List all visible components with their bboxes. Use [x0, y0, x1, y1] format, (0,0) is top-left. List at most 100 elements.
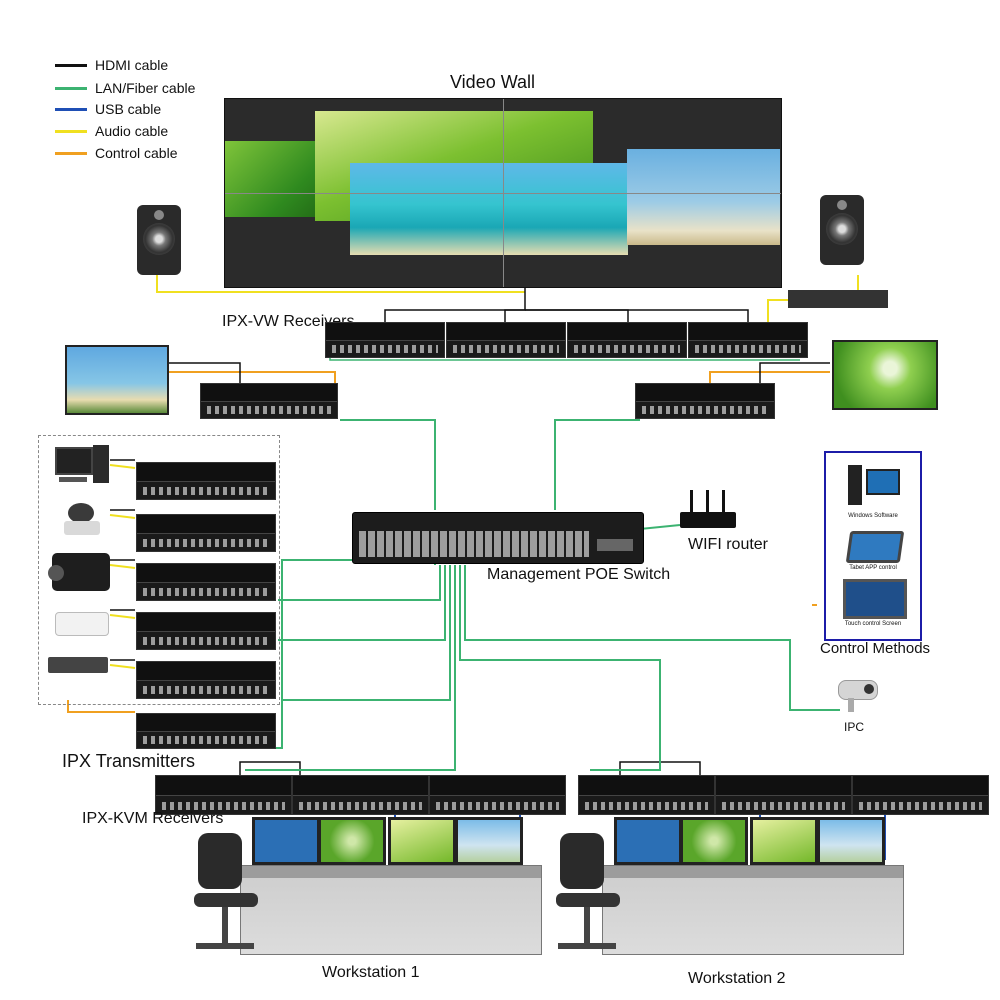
ipc-label: IPC: [844, 720, 865, 734]
workstation-2: [552, 815, 904, 965]
transmitter-3: [136, 563, 276, 601]
legend-swatch-hdmi: [55, 63, 87, 67]
hdmi-wall-2: [504, 309, 525, 322]
transmitter-group: [38, 435, 280, 705]
ipx-kvm-receivers-label: IPX-KVM Receivers: [82, 810, 224, 827]
right-receiver: [635, 383, 775, 419]
audio-cable-left-speaker: [156, 275, 525, 293]
kvm-receiver-5: [715, 775, 852, 815]
wall-panel-palms: [627, 149, 780, 245]
audio-cable-recorder: [109, 664, 136, 669]
audio-cable-box: [109, 614, 136, 619]
ws1-chair-icon: [190, 833, 260, 961]
vw-receiver-3: [567, 322, 687, 358]
legend-label: Control cable: [95, 145, 178, 161]
poe-switch: [352, 512, 644, 564]
management-poe-switch-label: Management POE Switch: [487, 566, 671, 583]
speaker-left-icon: [137, 205, 181, 275]
legend-item-hdmi: HDMI cable: [55, 56, 168, 74]
legend-label: HDMI cable: [95, 57, 169, 73]
wifi-router-icon: [680, 490, 736, 534]
legend-label: USB cable: [95, 101, 162, 117]
legend-item-lan: LAN/Fiber cable: [55, 79, 195, 97]
ws1-monitor-2: [318, 817, 386, 865]
kvm-receiver-2: [292, 775, 429, 815]
lan-ipc: [464, 565, 840, 711]
ws1-desk: [240, 865, 542, 955]
vw-receiver-2: [446, 322, 566, 358]
ipc-camera-icon: [834, 680, 878, 714]
tablet-icon: [845, 531, 905, 563]
ws2-monitor-1: [614, 817, 682, 865]
lan-tx-b: [278, 565, 446, 641]
lan-vw-bus: [329, 357, 800, 361]
kvm-receiver-3: [429, 775, 566, 815]
transmitter-4: [136, 612, 276, 650]
legend-swatch-lan: [55, 86, 87, 90]
ws2-monitor-4: [817, 817, 885, 865]
lan-ws2: [459, 565, 661, 771]
kvm-receiver-4: [578, 775, 715, 815]
ws1-monitor-3: [388, 817, 456, 865]
left-receiver: [200, 383, 338, 419]
speaker-right-icon: [820, 195, 864, 265]
transmitter-6: [136, 713, 276, 749]
workstation-2-label: Workstation 2: [688, 970, 786, 987]
desktop-pc-icon: [55, 445, 110, 487]
audio-cable-camera: [109, 514, 136, 519]
lan-left-rx: [340, 419, 436, 510]
left-display: [65, 345, 169, 415]
legend-item-control: Control cable: [55, 144, 178, 162]
video-wall-title: Video Wall: [450, 72, 536, 92]
hdmi-left-display: [165, 362, 241, 383]
lan-tx-a: [278, 565, 441, 601]
lan-tx-trunk: [275, 559, 436, 749]
recorder-icon: [48, 657, 108, 673]
workstation-1-label: Workstation 1: [322, 964, 420, 981]
audio-amplifier: [788, 290, 888, 308]
vw-receiver-4: [688, 322, 808, 358]
hdmi-wall-3: [525, 309, 629, 322]
audio-cable-camcorder: [109, 564, 136, 569]
lan-tx-c: [282, 565, 451, 701]
wall-divider-h: [225, 193, 781, 194]
lan-ws1: [245, 565, 456, 771]
windows-software-icon: [848, 463, 900, 507]
workstation-1: [190, 815, 542, 965]
control-method-label: Touch control Screen: [844, 621, 902, 627]
touch-screen-icon: [843, 579, 907, 619]
control-cable-left-display: [165, 371, 336, 383]
legend-swatch-audio: [55, 129, 87, 133]
control-methods-label: Control Methods: [820, 640, 931, 657]
legend-swatch-control: [55, 151, 87, 155]
transmitter-1: [136, 462, 276, 500]
transmitter-5: [136, 661, 276, 699]
video-wall: [224, 98, 782, 288]
legend-item-audio: Audio cable: [55, 122, 168, 140]
wifi-router-label: WIFI router: [688, 536, 769, 553]
media-box-icon: [55, 612, 109, 636]
hdmi-wall-4: [525, 309, 749, 322]
audio-cable-pc: [109, 464, 136, 469]
ws1-monitor-4: [455, 817, 523, 865]
ipx-transmitters-label: IPX Transmitters: [62, 751, 196, 771]
control-methods-box: Windows Software Tabet APP control Touch…: [824, 451, 922, 641]
lan-right-rx: [554, 419, 640, 510]
control-cable-right-display: [709, 371, 830, 383]
hdmi-right-display: [759, 362, 830, 383]
ws1-monitor-1: [252, 817, 320, 865]
kvm-receiver-6: [852, 775, 989, 815]
ws2-desk: [602, 865, 904, 955]
legend-label: Audio cable: [95, 123, 169, 139]
ptz-camera-icon: [60, 503, 105, 537]
control-method-label: Tabet APP control: [849, 565, 897, 571]
vw-receiver-1: [325, 322, 445, 358]
legend-swatch-usb: [55, 107, 87, 111]
ws2-monitor-3: [750, 817, 818, 865]
wall-panel-beach: [350, 163, 628, 255]
ws2-chair-icon: [552, 833, 622, 961]
right-display: [832, 340, 938, 410]
ws2-monitor-2: [680, 817, 748, 865]
legend-item-usb: USB cable: [55, 100, 161, 118]
transmitter-2: [136, 514, 276, 552]
